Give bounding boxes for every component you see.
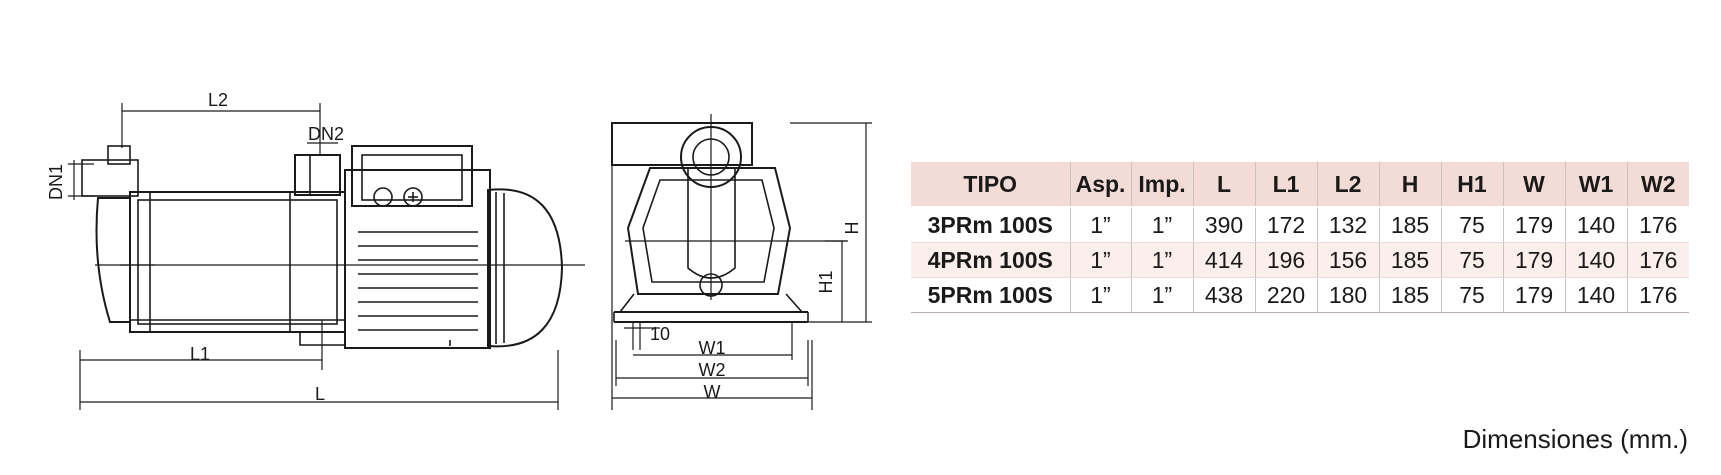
label-w1: W1 [699,338,726,358]
header-l2: L2 [1317,162,1380,208]
cell-asp: 1” [1070,242,1132,278]
cell-model: 5PRm 100S [911,277,1071,313]
cell-imp: 1” [1131,242,1194,278]
cell-w1: 140 [1565,277,1628,313]
table-header-row: TIPO Asp. Imp. L L1 L2 H H1 W W1 W2 [911,162,1689,208]
header-l: L [1193,162,1256,208]
cell-w: 179 [1503,277,1566,313]
cell-h: 185 [1379,277,1442,313]
cell-w1: 140 [1565,207,1628,243]
cell-w2: 176 [1627,242,1689,278]
cell-l: 438 [1193,277,1256,313]
cell-asp: 1” [1070,207,1132,243]
cell-asp: 1” [1070,277,1132,313]
cell-l1: 172 [1255,207,1318,243]
cell-h: 185 [1379,207,1442,243]
cell-l1: 220 [1255,277,1318,313]
units-footnote: Dimensiones (mm.) [1462,424,1688,454]
table-row: 5PRm 100S 1” 1” 438 220 180 185 75 179 1… [911,277,1689,313]
label-l2: L2 [208,90,228,110]
header-h1: H1 [1441,162,1504,208]
label-dn1: DN1 [46,164,66,200]
cell-l1: 196 [1255,242,1318,278]
cell-h1: 75 [1441,277,1504,313]
label-l: L [315,384,325,404]
pump-side-view [81,145,585,349]
header-imp: Imp. [1131,162,1194,208]
header-w2: W2 [1627,162,1689,208]
cell-model: 3PRm 100S [911,207,1071,243]
cell-imp: 1” [1131,277,1194,313]
cell-w2: 176 [1627,207,1689,243]
table-row: 4PRm 100S 1” 1” 414 196 156 185 75 179 1… [911,242,1689,278]
header-tipo: TIPO [911,162,1071,208]
label-w: W [704,382,721,402]
label-h: H [842,222,862,235]
side-dimension-lines [68,103,559,410]
cell-h1: 75 [1441,207,1504,243]
table-row: 3PRm 100S 1” 1” 390 172 132 185 75 179 1… [911,207,1689,243]
label-l1: L1 [190,344,210,364]
cell-w: 179 [1503,242,1566,278]
cell-w2: 176 [1627,277,1689,313]
cell-h1: 75 [1441,242,1504,278]
cell-l2: 180 [1317,277,1380,313]
cell-l: 390 [1193,207,1256,243]
cell-imp: 1” [1131,207,1194,243]
cell-w: 179 [1503,207,1566,243]
front-dimension-lines [611,122,872,410]
label-h1: H1 [816,270,836,293]
label-10: 10 [650,324,670,344]
cell-l: 414 [1193,242,1256,278]
label-dn2: DN2 [308,124,344,144]
label-w2: W2 [699,360,726,380]
pump-front-view [611,114,846,323]
header-w: W [1503,162,1566,208]
cell-h: 185 [1379,242,1442,278]
header-l1: L1 [1255,162,1318,208]
header-h: H [1379,162,1442,208]
cell-l2: 156 [1317,242,1380,278]
cell-w1: 140 [1565,242,1628,278]
cell-model: 4PRm 100S [911,242,1071,278]
header-asp: Asp. [1070,162,1132,208]
technical-drawings: L2 DN2 DN1 L1 L H H1 10 W1 W2 W [46,90,872,410]
dimensions-table: TIPO Asp. Imp. L L1 L2 H H1 W W1 W2 3PRm… [911,162,1689,313]
header-w1: W1 [1565,162,1628,208]
cell-l2: 132 [1317,207,1380,243]
